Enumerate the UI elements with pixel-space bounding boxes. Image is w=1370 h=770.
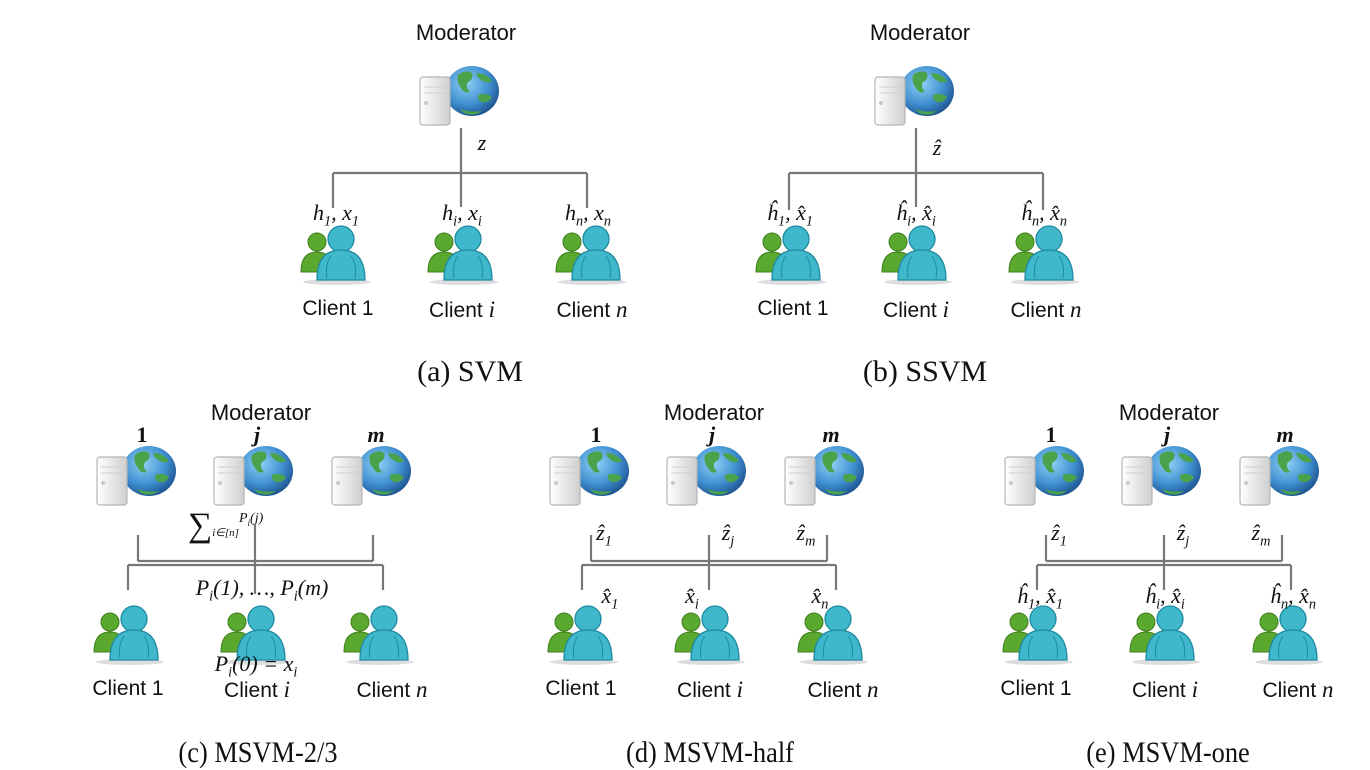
client-data-label: x̂1 (601, 583, 619, 613)
moderator-label: Moderator (415, 20, 517, 45)
server-edge-label: ẑm (1251, 520, 1271, 550)
client-label: Client n (1262, 677, 1334, 702)
aggregate-label: ∑i∈[n]Pi(j) (188, 507, 264, 544)
caption-c: (c) MSVM-2/3 (178, 736, 338, 769)
server-globe-icon (328, 445, 414, 514)
server-globe-icon (1236, 445, 1322, 514)
caption-e: (e) MSVM-one (1086, 736, 1250, 769)
client-data-label: hi, xi (442, 200, 482, 230)
client-data-label: ĥn, x̂n (1269, 583, 1317, 613)
caption-a: (a) SVM (417, 355, 523, 388)
client-user-icon (422, 224, 504, 291)
server-index: m (1276, 422, 1294, 447)
server-globe-icon (546, 445, 632, 514)
client-user-icon (1003, 224, 1085, 291)
moderator-label: Moderator (869, 20, 971, 45)
server-globe-icon (663, 445, 749, 514)
client-user-icon (88, 604, 170, 671)
server-index: j (253, 422, 261, 447)
server-index: j (708, 422, 716, 447)
server-index: m (822, 422, 840, 447)
client-user-icon (997, 604, 1079, 671)
server-globe-icon (93, 445, 179, 514)
server-index: m (367, 422, 385, 447)
client-data-label: ĥi, x̂i (1145, 583, 1185, 613)
client-user-icon (669, 604, 751, 671)
client-label: Client n (807, 677, 879, 702)
secret-label: Pi(0) = xi (214, 651, 298, 681)
moderator-label: Moderator (1118, 400, 1220, 425)
server-globe-icon (1118, 445, 1204, 514)
client-user-icon (750, 224, 832, 291)
server-index: 1 (136, 422, 148, 447)
edge-label-zhat: ẑ (932, 135, 942, 160)
client-label: Client i (677, 677, 743, 702)
client-label: Client 1 (545, 677, 617, 700)
client-user-icon (338, 604, 420, 671)
moderator-label: Moderator (663, 400, 765, 425)
client-user-icon (792, 604, 874, 671)
server-index: j (1163, 422, 1171, 447)
client-label: Client i (224, 677, 290, 702)
client-data-label: x̂i (685, 583, 699, 613)
client-user-icon (215, 604, 297, 671)
caption-d: (d) MSVM-half (626, 736, 794, 769)
client-label: Client n (556, 297, 628, 322)
client-label: Client 1 (1000, 677, 1072, 700)
client-data-label: ĥ1, x̂1 (1016, 583, 1064, 613)
server-edge-label: ẑj (721, 520, 735, 550)
server-edge-label: ẑ1 (596, 520, 612, 550)
client-user-icon (1247, 604, 1329, 671)
client-user-icon (1124, 604, 1206, 671)
caption-b: (b) SSVM (862, 355, 988, 388)
server-index: 1 (1045, 422, 1057, 447)
client-label: Client 1 (302, 297, 374, 320)
server-edge-label: ẑm (796, 520, 816, 550)
client-label: Client 1 (92, 677, 164, 700)
client-user-icon (542, 604, 624, 671)
client-label: Client i (1132, 677, 1198, 702)
client-label: Client i (429, 297, 495, 322)
server-globe-icon (871, 65, 957, 134)
edge-label-z: z (477, 130, 487, 155)
server-globe-icon (210, 445, 296, 514)
client-label: Client n (1010, 297, 1082, 322)
client-data-label: ĥi, x̂i (896, 200, 936, 230)
client-label: Client 1 (757, 297, 829, 320)
client-label: Client n (356, 677, 428, 702)
client-user-icon (295, 224, 377, 291)
server-globe-icon (416, 65, 502, 134)
server-globe-icon (781, 445, 867, 514)
client-user-icon (550, 224, 632, 291)
server-index: 1 (590, 422, 602, 447)
client-data-label: ĥ1, x̂1 (766, 200, 814, 230)
client-user-icon (876, 224, 958, 291)
client-data-label: x̂n (811, 583, 829, 613)
server-edge-label: ẑ1 (1051, 520, 1067, 550)
moderator-label: Moderator (210, 400, 312, 425)
client-data-label: h1, x1 (312, 200, 360, 230)
server-globe-icon (1001, 445, 1087, 514)
server-edge-label: ẑj (1176, 520, 1190, 550)
client-data-label: ĥn, x̂n (1020, 200, 1068, 230)
share-label: Pi(1), …, Pi(m) (195, 575, 329, 605)
client-data-label: hn, xn (564, 200, 612, 230)
client-label: Client i (883, 297, 949, 322)
